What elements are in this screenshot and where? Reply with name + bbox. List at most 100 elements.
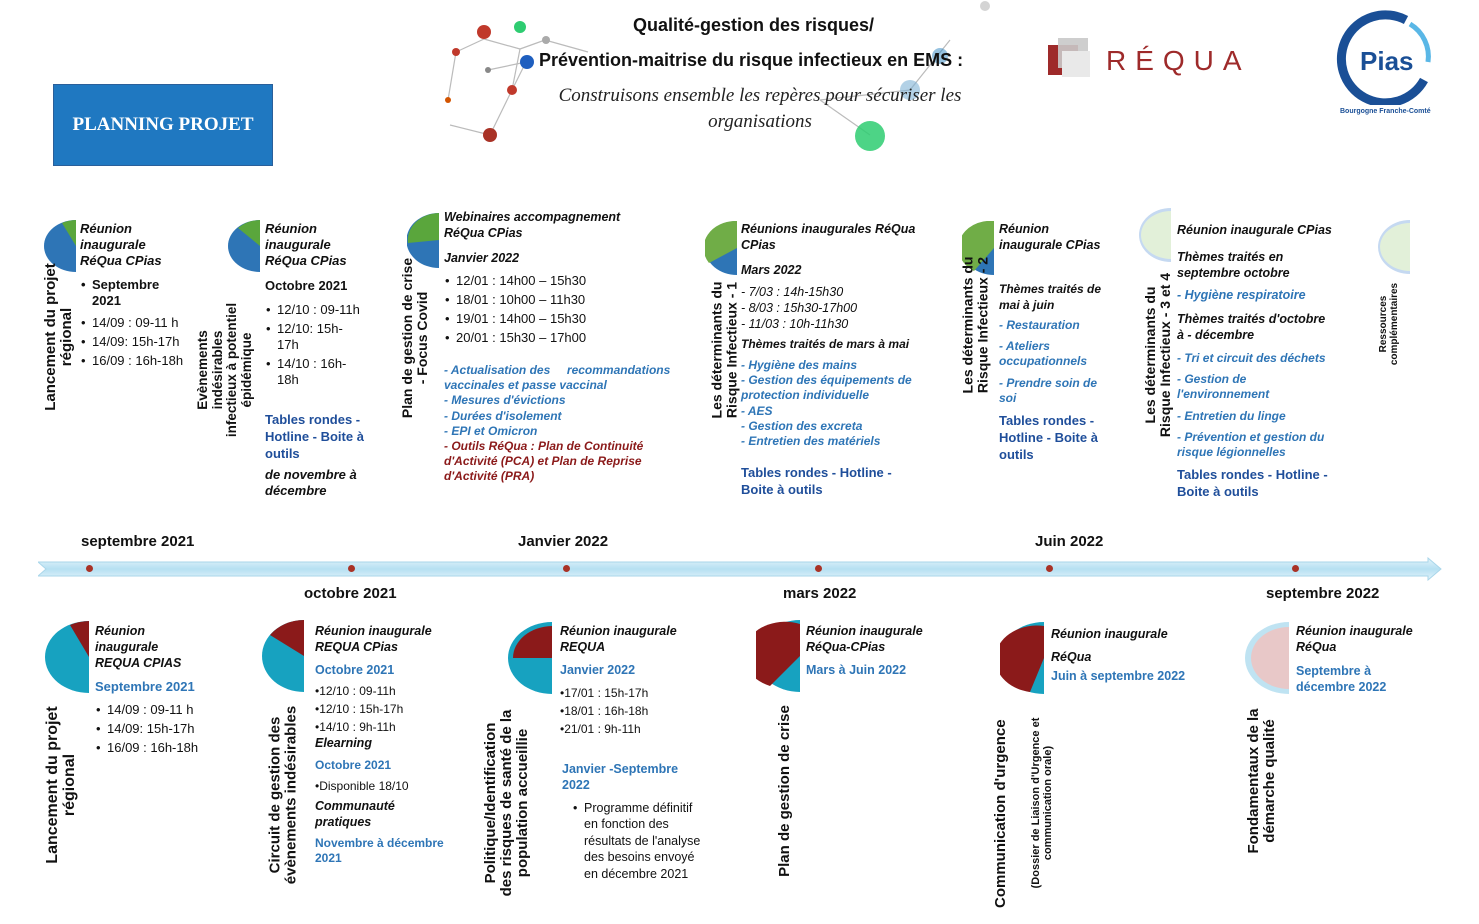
bottom-c6-vlabel: Fondamentaux de la démarche qualité [1245,708,1279,854]
top-pie-3 [407,213,439,268]
top-c3-bullet: 19/01 : 14h00 – 15h30 [445,309,586,328]
timeline-arrow [38,557,1442,581]
top-c5-topic: - Ateliers occupationnels [999,339,1088,369]
bottom-c4-period: Mars à Juin 2022 [806,663,907,677]
timeline-marker [815,565,822,572]
top-c3-topic: vaccinales et passe vaccinal [444,378,607,393]
top-c4-dates: - 7/03 : 14h-15h30 - 8/03 : 15h30-17h00 … [741,284,857,332]
top-c2-bullet: 14/10 : 16h- 18h [266,356,375,388]
top-c4-topic: - Gestion des équipements de protection … [741,373,912,403]
top-c2-period: de novembre à décembre [265,467,357,498]
bottom-c2-dispo: •Disponible 18/10 [315,779,409,793]
timeline-marker [348,565,355,572]
top-c3-topics-red: - Outils RéQua : Plan de Continuité d'Ac… [444,439,644,484]
top-c4-tables: Tables rondes - Hotline - Boite à outils [741,465,892,497]
top-c3-title: Webinaires accompagnement RéQua CPias [444,210,621,240]
top-c1-bullet: 14/09: 15h-17h [81,332,183,351]
bottom-pie-2 [262,620,304,692]
top-c2-tables: Tables rondes - Hotline - Boite à outils [265,412,364,461]
timeline-month-top: Janvier 2022 [518,533,609,550]
top-c2-bullet: 12/10 : 09-11h [266,300,375,319]
bottom-c2-bullet: •12/10 : 15h-17h [315,702,404,716]
bottom-c4-vlabel: Plan de gestion de crise [776,705,793,877]
bottom-c5-vlabel: Communication d'urgence [992,719,1009,908]
top-c6-topic: - Tri et circuit des déchets [1177,351,1326,365]
top-c6-topic: - Gestion de l'environnement [1177,372,1270,402]
bottom-c1-bullet: 14/09: 15h-17h [96,719,198,738]
top-c6-topic: - Prévention et gestion du risque légion… [1177,429,1325,460]
header-title-line2: Prévention-maitrise du risque infectieux… [539,50,964,70]
bottom-c5-title: Réunion inaugurale RéQua [1051,627,1168,664]
top-c3-vlabel: Plan de gestion de crise - Focus Covid [399,257,431,419]
bottom-c3-bullet: •18/01 : 16h-18h [560,704,649,718]
bottom-c1-bullet: 14/09 : 09-11 h [96,700,198,719]
cpias-logo: Pias Bourgogne Franche-Comté [1336,10,1436,118]
top-pie-5 [962,221,994,275]
bottom-c2-community: Communauté pratiques [315,799,395,829]
timeline-month-bottom: septembre 2022 [1266,585,1380,602]
top-pie-1 [44,220,76,272]
top-c2-title: Réunion inaugurale RéQua CPias [265,221,347,268]
requa-logo-mark-overlay2 [1062,51,1090,77]
bottom-pie-5 [1000,622,1044,694]
bottom-c5-vlabel-small: (Dossier de Liaison d'Urgence et communi… [1030,717,1054,889]
top-c4-topics: - Hygiène des mains - Gestion des équipe… [741,358,912,449]
bottom-c3-program-list: Programme définitif en fonction des résu… [572,800,700,882]
bottom-c1-title: Réunion inaugurale REQUA CPIAS [95,624,182,670]
bottom-c3-month: Janvier 2022 [560,663,636,677]
bottom-c6-title: Réunion inaugurale RéQua [1296,624,1413,654]
top-c3-bullet: 20/01 : 15h30 – 17h00 [445,328,586,347]
requa-logo: RÉQUA [1048,37,1298,85]
bottom-c1-bullet: 16/09 : 16h-18h [96,738,198,757]
top-c3-topic: - Actualisation des recommandations [444,363,671,377]
top-pie-7 [1378,220,1410,274]
bottom-c3-title: Réunion inaugurale REQUA [560,624,677,654]
bottom-c2-vlabel: Circuit de gestion des évènements indési… [266,705,300,885]
timeline-month-top: septembre 2021 [81,533,195,550]
top-c2-bullets: 12/10 : 09-11h 12/10: 15h- 17h 14/10 : 1… [265,300,375,388]
bottom-c4-title: Réunion inaugurale RéQua-CPias [806,624,923,654]
top-c1-bullet-head: Septembre 2021 [80,277,159,309]
molecule-decoration [445,1,990,151]
top-c5-topic: - Restauration [999,318,1080,332]
bottom-c2-elearning-month: Octobre 2021 [315,758,392,772]
header-subtitle: Construisons ensemble les repères pour s… [558,85,962,132]
top-c1-bullet-head-text: Septembre 2021 [81,277,159,309]
top-pie-2 [228,220,260,272]
top-c4-date: - 11/03 : 10h-11h30 [741,317,849,331]
top-c5-tables: Tables rondes - Hotline - Boite à outils [999,413,1098,462]
top-c3-topics: - Actualisation des recommandations vacc… [444,363,670,439]
cpias-logo-region: Bourgogne Franche-Comté [1340,108,1431,115]
top-c7-vlabel: Ressources complémentaires [1378,282,1400,366]
timeline-month-bottom: octobre 2021 [304,585,397,602]
top-c1-title: Réunion inaugurale RéQua CPias [80,221,162,268]
timeline-marker [1046,565,1053,572]
top-c4-date: - 8/03 : 15h30-17h00 [741,301,858,315]
top-c6-topics2: - Tri et circuit des déchets - Gestion d… [1177,351,1326,460]
top-c4-topic: - Gestion des excreta [741,418,863,433]
bottom-c2-title: Réunion inaugurale REQUA CPias [315,624,432,654]
bottom-c2-bullet: •12/10 : 09-11h [315,684,396,698]
top-c3-topic: - Mesures d'évictions [444,393,566,408]
top-c1-bullet: 16/09 : 16h-18h [81,351,183,370]
top-c5-themes: Thèmes traités de mai à juin [999,282,1102,312]
top-c3-bullet: 12/01 : 14h00 – 15h30 [445,271,586,290]
bottom-c3-bullet: •17/01 : 15h-17h [560,686,649,700]
header-title-line1: Qualité-gestion des risques/ [633,15,875,35]
planning-projet-banner: PLANNING PROJET [53,84,273,166]
requa-logo-text: RÉQUA [1106,45,1251,76]
timeline-marker [563,565,570,572]
top-c1-bullet: 14/09 : 09-11 h [81,313,183,332]
bottom-c3-vlabel: Politique/Identification des risques de … [482,709,532,897]
top-c4-month: Mars 2022 [741,263,802,277]
timeline-month-bottom: mars 2022 [783,585,857,602]
bottom-c2-month: Octobre 2021 [315,663,395,677]
top-c4-title: Réunions inaugurales RéQua CPias [741,222,916,252]
top-c1-bullets: 14/09 : 09-11 h 14/09: 15h-17h 16/09 : 1… [80,313,183,370]
bottom-c3-bullet: •21/01 : 9h-11h [560,722,641,736]
top-c4-topic: - Entretien des matériels [741,434,881,449]
top-c5-vlabel: Les déterminants du Risque Infectieux - … [959,256,991,394]
timeline-marker [1292,565,1299,572]
top-c4-topic: - AES [741,403,773,418]
bottom-c2-community-period: Novembre à décembre 2021 [315,836,444,865]
